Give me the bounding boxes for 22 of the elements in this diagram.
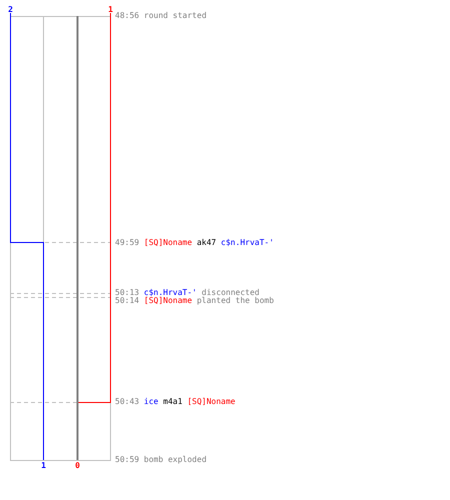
player-name: [SQ]Noname — [144, 297, 192, 305]
value-label: 1 — [108, 6, 113, 14]
time-label: 48:56 — [115, 12, 140, 20]
player-name: c$n.HrvaT-' — [144, 289, 197, 297]
weapon-name: ak47 — [196, 239, 216, 247]
time-label: 50:13 — [115, 289, 140, 297]
player-name: c$n.HrvaT-' — [220, 239, 274, 247]
event-text: bomb exploded — [144, 456, 207, 464]
value-label: 2 — [8, 6, 13, 14]
time-label: 50:59 — [115, 456, 140, 464]
event-text: disconnected — [202, 289, 260, 297]
player-name: [SQ]Noname — [187, 398, 236, 406]
time-label: 50:43 — [115, 398, 140, 406]
value-label: 1 — [41, 462, 46, 470]
time-label: 49:59 — [115, 239, 140, 247]
event-text: planted the bomb — [196, 297, 274, 305]
player-name: ice — [144, 398, 158, 406]
time-label: 50:14 — [115, 297, 140, 305]
weapon-name: m4a1 — [163, 398, 182, 406]
event-text: round started — [144, 12, 207, 20]
player-name: [SQ]Noname — [144, 239, 192, 247]
value-label: 0 — [75, 462, 80, 470]
